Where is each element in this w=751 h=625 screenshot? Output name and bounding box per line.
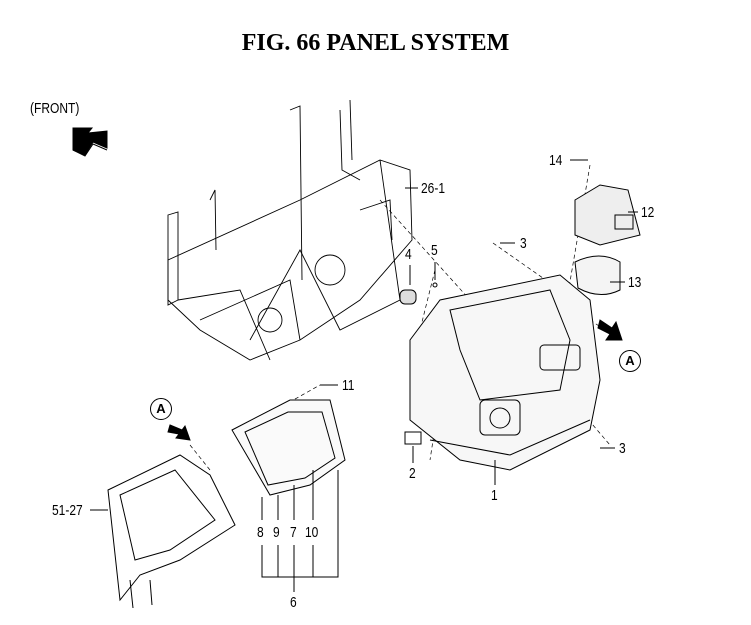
callout-14: 14 <box>549 152 563 169</box>
callout-8: 8 <box>257 524 264 541</box>
callout-3-lower: 3 <box>619 440 626 457</box>
callout-6: 6 <box>290 594 297 611</box>
callout-5: 5 <box>431 242 438 259</box>
callout-3-upper: 3 <box>520 235 527 252</box>
part-5 <box>432 282 438 288</box>
figure-title: FIG. 66 PANEL SYSTEM <box>241 30 510 56</box>
view-marker-a-right: A <box>619 350 641 372</box>
callout-9: 9 <box>273 524 280 541</box>
callout-2: 2 <box>409 465 416 482</box>
callout-51-27: 51-27 <box>52 502 83 519</box>
callout-12: 12 <box>641 204 655 221</box>
callout-7: 7 <box>290 524 297 541</box>
callout-26-1: 26-1 <box>421 180 446 197</box>
view-marker-a-left: A <box>150 398 172 420</box>
callout-11: 11 <box>342 377 355 394</box>
cover-part-12 <box>574 184 641 246</box>
cover-part-13 <box>574 255 621 295</box>
part-2 <box>404 431 422 445</box>
part-4 <box>399 289 417 305</box>
callout-10: 10 <box>305 524 319 541</box>
arrow-a-left-icon <box>167 424 191 441</box>
callout-13: 13 <box>628 274 642 291</box>
callout-4: 4 <box>405 246 412 263</box>
meter-part-6 <box>231 399 346 496</box>
frame-part <box>167 99 413 361</box>
arrow-a-right-icon <box>597 319 623 341</box>
panel-part-1 <box>409 274 601 471</box>
front-arrow-icon <box>72 127 108 157</box>
bracket-part-51-27 <box>107 454 236 609</box>
callout-1: 1 <box>491 487 498 504</box>
front-label: (FRONT) <box>30 100 80 117</box>
